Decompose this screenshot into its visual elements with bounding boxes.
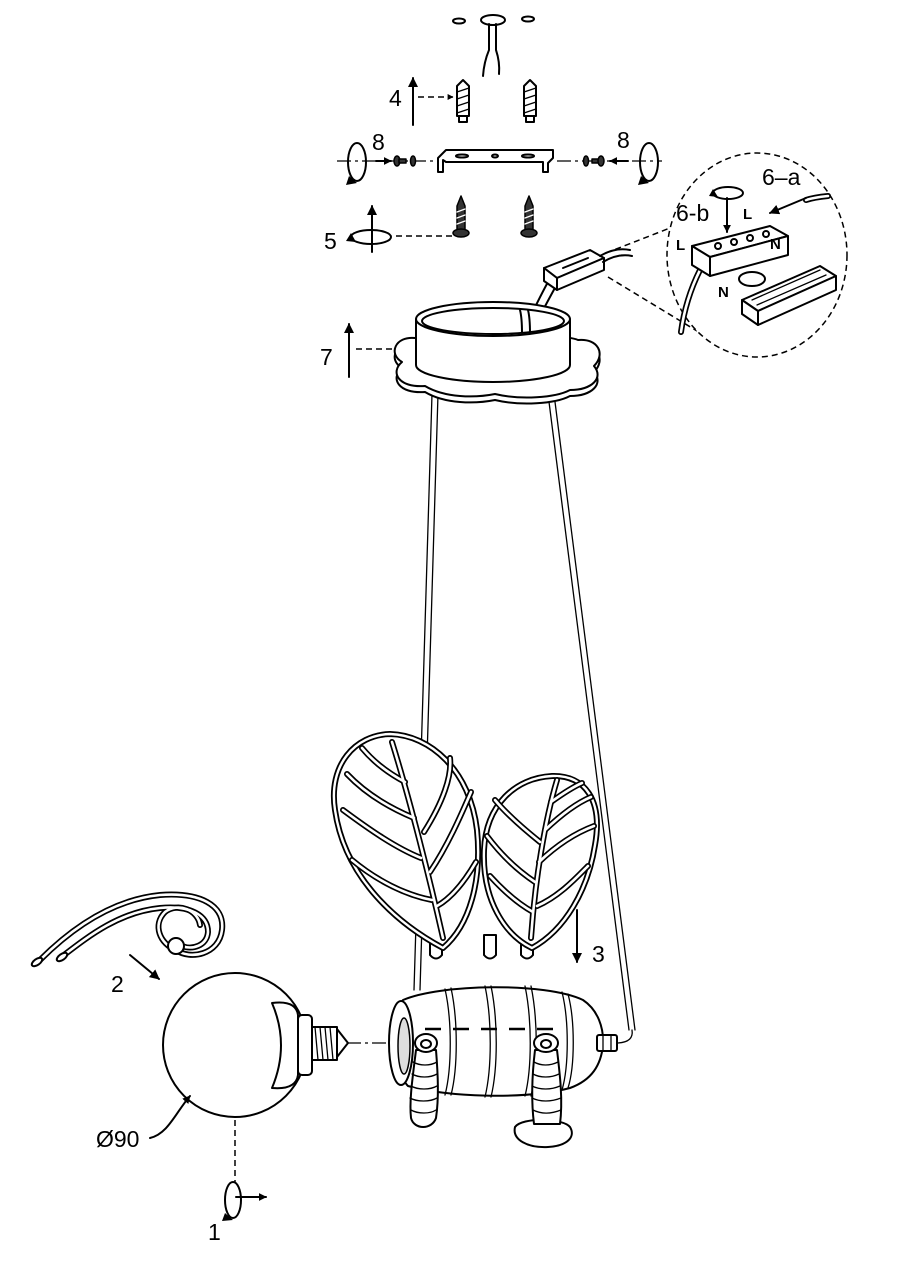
step-2-arrow (129, 954, 160, 980)
rotate-symbol-8-right (638, 142, 659, 185)
step-4-arrow (408, 77, 454, 126)
terminal-n-right-label: N (770, 236, 781, 253)
rotate-symbol-1 (222, 1181, 267, 1221)
screw-8-right (582, 155, 629, 167)
terminal-l-left-label: L (676, 237, 685, 254)
step-1-label: 1 (208, 1219, 221, 1245)
step-6b-label: 6-b (676, 200, 709, 226)
mounting-bracket (437, 149, 554, 173)
light-bulb (162, 972, 349, 1118)
wiring-detail (666, 152, 848, 358)
step-2-label: 2 (111, 971, 124, 997)
bulb-diameter-label: Ø90 (96, 1126, 139, 1152)
step-7-label: 7 (320, 344, 333, 370)
left-wing (330, 731, 482, 951)
step-4-label: 4 (389, 85, 402, 111)
canopy (393, 301, 601, 405)
screws-5 (452, 195, 538, 238)
connection-wires (30, 895, 222, 968)
terminal-n-bottom-label: N (718, 284, 729, 301)
step-8-right-label: 8 (617, 127, 630, 153)
tail-connector (596, 1034, 618, 1052)
left-leg (409, 1033, 439, 1128)
right-leg (513, 1033, 573, 1149)
step-6a-label: 6–a (762, 164, 801, 190)
terminal-block-connector (543, 248, 633, 291)
step-7-arrow (344, 323, 393, 378)
terminal-ring (738, 271, 766, 287)
step-8-left-label: 8 (372, 129, 385, 155)
step-5-label: 5 (324, 228, 337, 254)
screw-8-left (375, 155, 417, 167)
terminal-l-top-label: L (743, 206, 752, 223)
rotate-symbol-8-left (346, 142, 367, 185)
wall-plugs (456, 79, 537, 123)
step-6a-arrow (769, 197, 807, 215)
detail-leader-lines (605, 227, 698, 332)
step-3-label: 3 (592, 941, 605, 967)
diameter-leader (149, 1095, 191, 1139)
right-wing (480, 772, 600, 951)
ceiling-outlet (452, 14, 535, 77)
rotate-symbol-5 (346, 205, 452, 253)
